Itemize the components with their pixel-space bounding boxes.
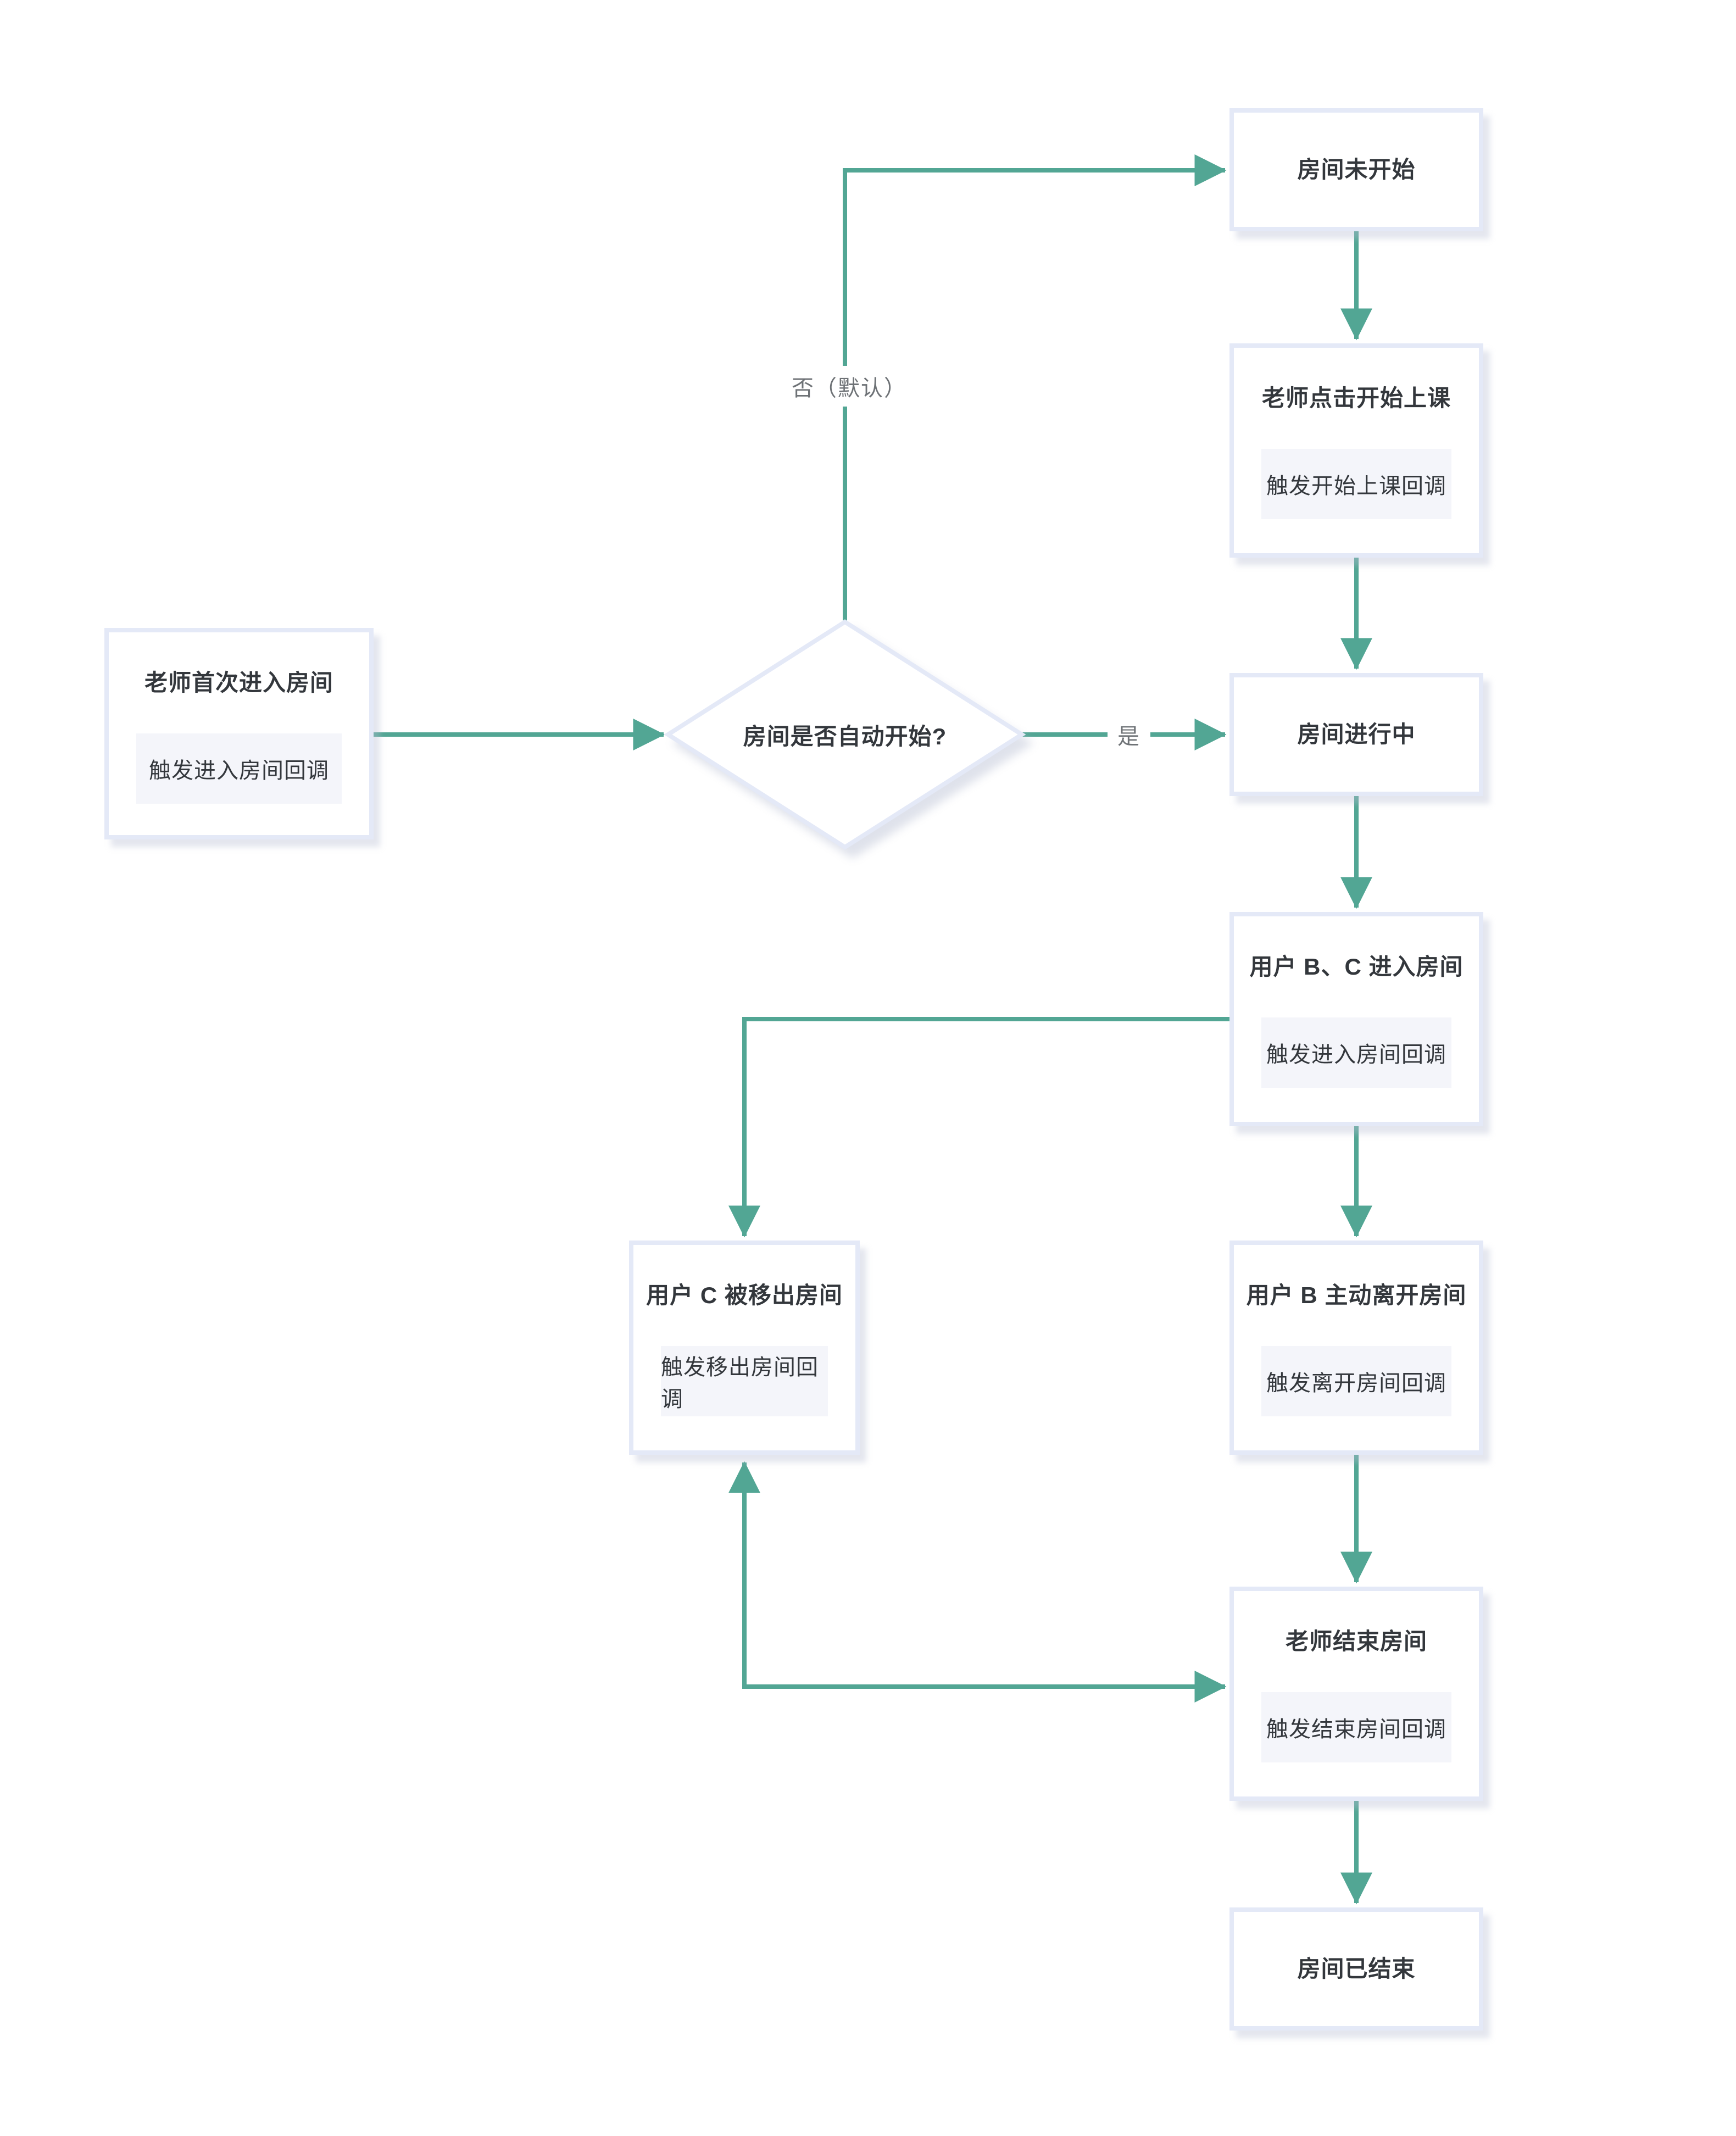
node-callback: 触发进入房间回调 (136, 733, 342, 804)
node-user-b-leave: 用户 B 主动离开房间 触发离开房间回调 (1229, 1241, 1483, 1455)
node-teacher-first-enter: 老师首次进入房间 触发进入房间回调 (104, 628, 374, 839)
node-title: 用户 C 被移出房间 (646, 1282, 843, 1308)
node-callback: 触发开始上课回调 (1261, 449, 1451, 519)
decision-diamond (664, 619, 1026, 850)
node-callback: 触发移出房间回调 (661, 1346, 828, 1416)
node-title: 房间已结束 (1297, 1956, 1416, 1982)
node-room-not-started: 房间未开始 (1229, 108, 1483, 231)
node-room-ended: 房间已结束 (1229, 1907, 1483, 2031)
node-callback: 触发进入房间回调 (1261, 1017, 1451, 1088)
edge-label-yes: 是 (1108, 714, 1150, 755)
node-teacher-click-start: 老师点击开始上课 触发开始上课回调 (1229, 343, 1483, 558)
node-title: 老师首次进入房间 (144, 670, 333, 696)
node-teacher-end-room: 老师结束房间 触发结束房间回调 (1229, 1587, 1483, 1801)
edge-label-no-default: 否（默认） (782, 366, 917, 407)
decision-question: 房间是否自动开始? (743, 724, 947, 749)
node-callback: 触发离开房间回调 (1261, 1346, 1451, 1416)
node-title: 房间进行中 (1297, 721, 1416, 747)
node-room-in-progress: 房间进行中 (1229, 673, 1483, 796)
node-title: 用户 B、C 进入房间 (1249, 954, 1464, 980)
edge-end-room-to-c-removed (728, 1461, 1225, 1689)
edge-bc-enter-to-c-removed (728, 1017, 1229, 1238)
node-users-bc-enter: 用户 B、C 进入房间 触发进入房间回调 (1229, 912, 1483, 1126)
node-callback: 触发结束房间回调 (1261, 1692, 1451, 1762)
node-title: 老师结束房间 (1285, 1628, 1427, 1654)
node-title: 老师点击开始上课 (1261, 385, 1451, 411)
edge-decision-no-to-room-not-started (843, 154, 1227, 622)
node-user-c-removed: 用户 C 被移出房间 触发移出房间回调 (629, 1241, 860, 1455)
node-title: 用户 B 主动离开房间 (1246, 1282, 1467, 1308)
node-title: 房间未开始 (1297, 157, 1416, 182)
